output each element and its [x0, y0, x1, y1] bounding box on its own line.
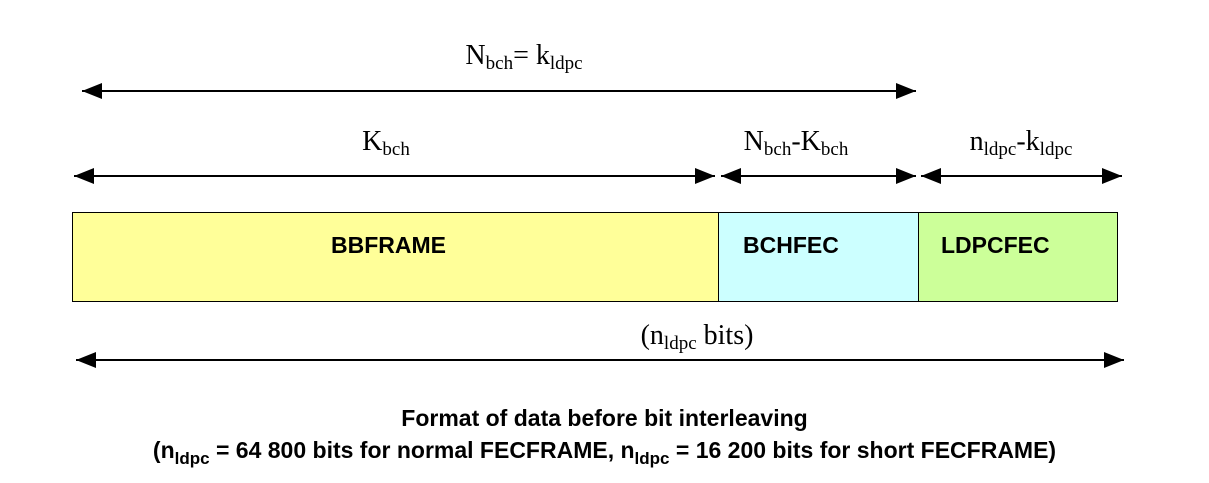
label-total-bits: (nldpc bits) — [640, 320, 754, 354]
label-nldpc-minus-kldpc: nldpc-kldpc — [969, 126, 1073, 160]
segment-ldpcfec: LDPCFEC — [918, 212, 1118, 302]
segment-bchfec: BCHFEC — [718, 212, 919, 302]
caption-subtitle: (nldpc = 64 800 bits for normal FECFRAME… — [152, 437, 1057, 468]
segment-bbframe: BBFRAME — [72, 212, 719, 302]
label-nbch-eq-kldpc: Nbch= kldpc — [465, 40, 583, 74]
label-kbch: Kbch — [362, 126, 410, 160]
caption-title: Format of data before bit interleaving — [401, 405, 808, 431]
segment-label-bchfec: BCHFEC — [743, 232, 839, 258]
segment-label-bbframe: BBFRAME — [331, 232, 446, 258]
segment-label-ldpcfec: LDPCFEC — [941, 232, 1050, 258]
label-nbch-minus-kbch: Nbch-Kbch — [743, 126, 849, 160]
